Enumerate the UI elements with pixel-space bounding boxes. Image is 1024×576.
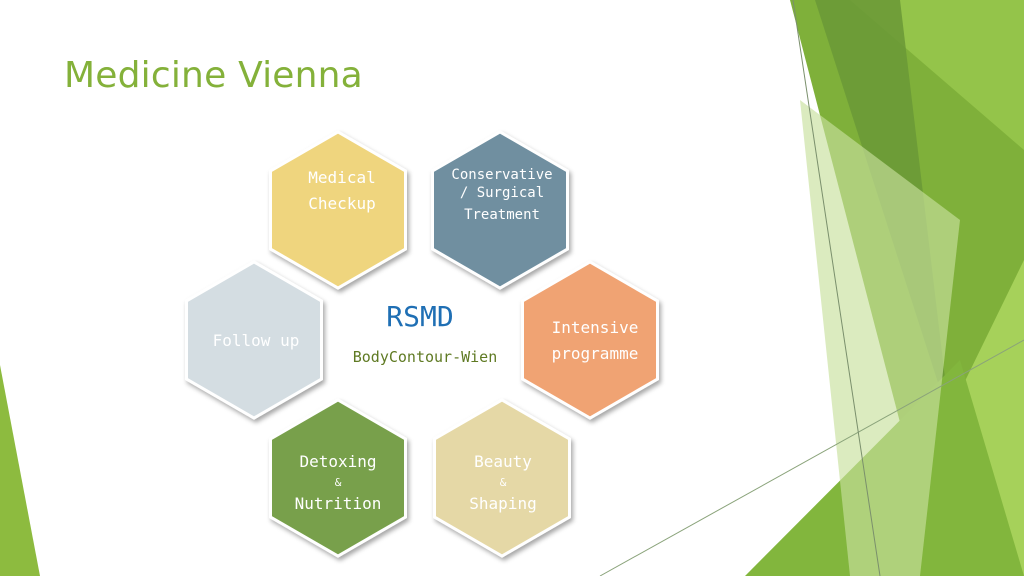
hex-text-line: programme [551,344,639,363]
hex-text-line: & [499,476,507,489]
hexagon-conservative-surgical-treatment [431,130,569,290]
hex-text-line: & [334,476,342,489]
hex-label-intensive-programme: Intensive programme [525,318,665,364]
center-subtitle: BodyContour-Wien [352,348,498,366]
hex-text-line: / Surgical [459,184,545,201]
hex-label-conservative-surgical-treatment: Conservative / Surgical Treatment [437,167,567,225]
decor-line-2 [792,0,881,576]
hex-text-line: Shaping [469,493,537,513]
center-title: RSMD [386,300,454,333]
hex-label-beauty-shaping: Beauty & Shaping [443,452,563,514]
hex-text-line: Conservative [451,167,553,183]
hex-text-line: Intensive [551,318,639,337]
hexagon-medical-checkup [269,130,407,290]
hex-label-detoxing-nutrition: Detoxing & Nutrition [278,452,398,514]
hexagon-intensive-programme [521,260,659,420]
hex-text-line: Checkup [308,194,376,213]
hex-label-medical-checkup: Medical Checkup [282,168,402,214]
right-bg-triangle-6 [800,100,960,576]
slide-title: Medicine Vienna [64,55,363,96]
hex-label-follow-up: Follow up [196,331,316,351]
hexagon-detoxing-nutrition [269,398,407,558]
hex-text-line: Medical [308,168,376,187]
hex-text-line: Detoxing [299,452,377,471]
left-accent-triangle [0,365,40,576]
hex-text-line: Treatment [464,207,540,223]
hexagon-beauty-shaping [433,398,571,558]
hex-text-line: Nutrition [294,493,382,513]
hexagon-follow-up [185,260,323,420]
decor-line-1 [599,339,1024,576]
hex-text-line: Follow up [212,331,300,350]
hex-text-line: Beauty [474,452,532,471]
